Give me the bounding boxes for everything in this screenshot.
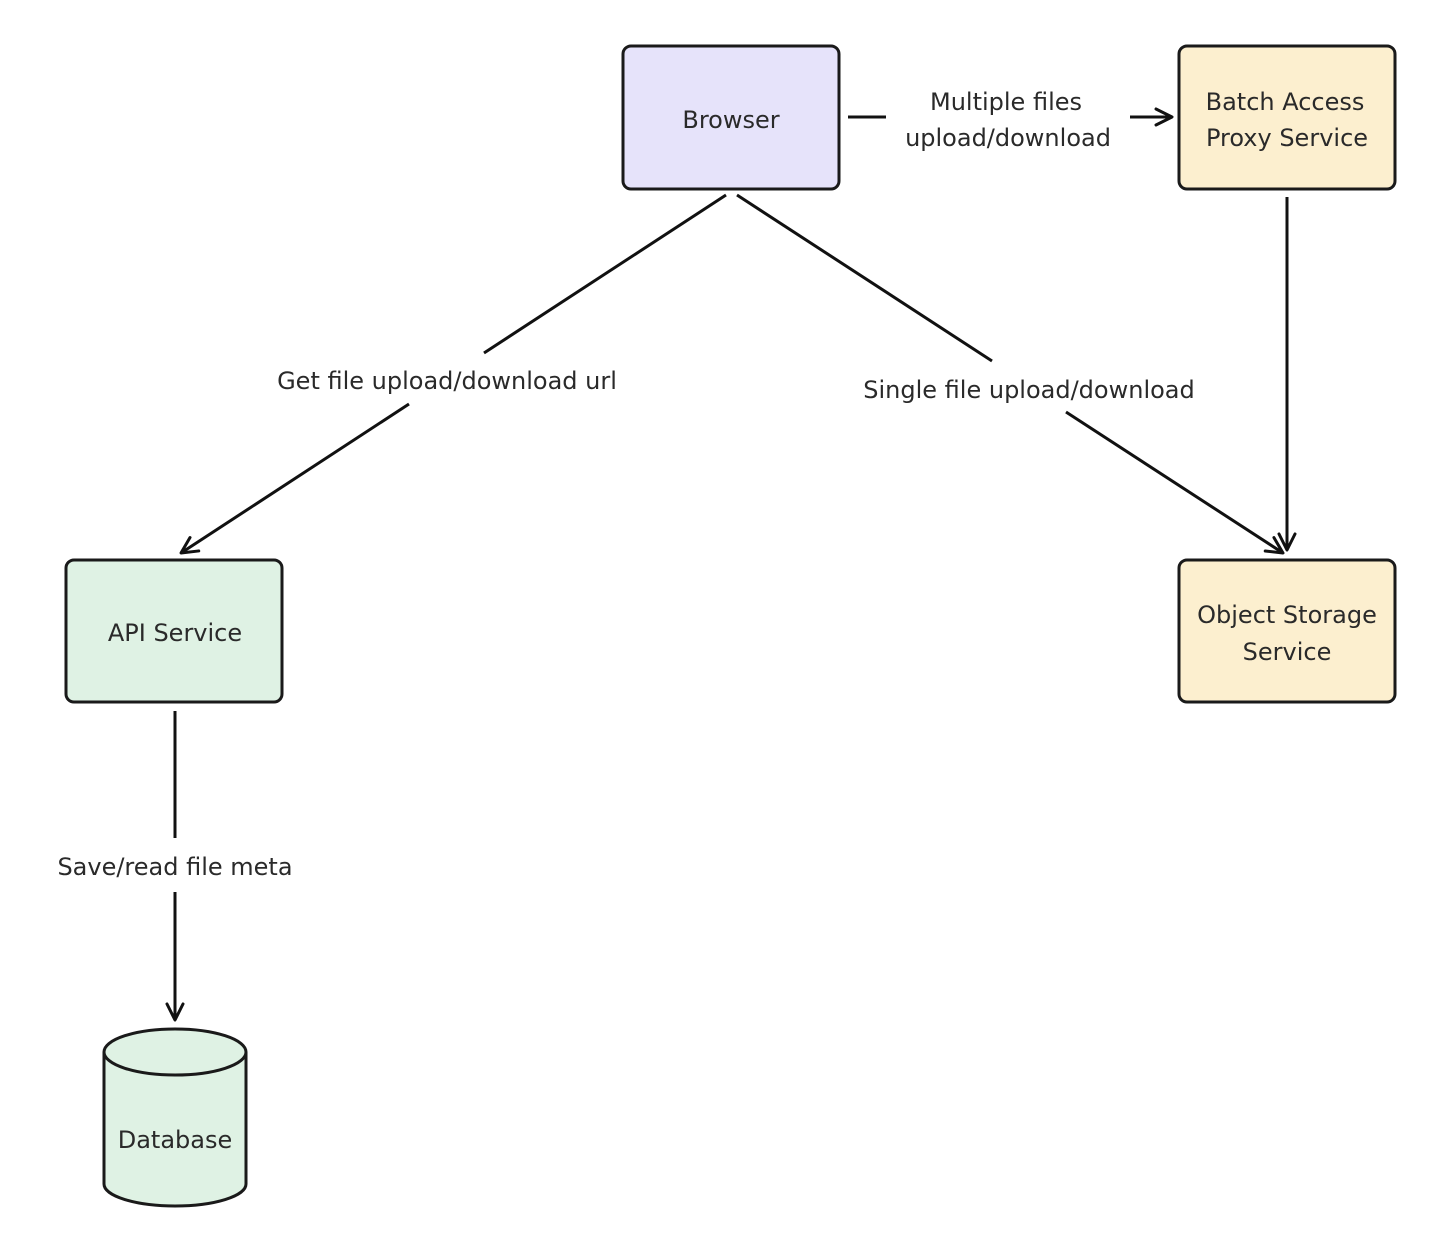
node-batch-proxy-label-line1: Batch Access (1206, 88, 1365, 116)
edge-segment (1065, 410, 1285, 555)
edge-browser-to-api-service: Get file upload/download url (179, 193, 727, 555)
node-database-label: Database (118, 1126, 233, 1154)
node-object-storage-label-line1: Object Storage (1197, 601, 1377, 629)
database-cylinder-top (102, 1027, 248, 1077)
edge-segment (483, 193, 727, 355)
node-api-service-box (64, 558, 284, 704)
node-api-service-label: API Service (108, 619, 242, 647)
node-batch-proxy-box (1177, 44, 1397, 191)
edge-segment (736, 193, 993, 363)
node-batch-access-proxy-service: Batch Access Proxy Service (1177, 44, 1397, 191)
edge-label-save-read-meta: Save/read file meta (57, 853, 292, 881)
node-browser: Browser (621, 44, 841, 191)
node-batch-proxy-label-line2: Proxy Service (1206, 124, 1368, 152)
edge-browser-to-object-storage: Single file upload/download (736, 193, 1285, 555)
edge-label-multiple-files: Multiple files (930, 88, 1082, 116)
edge-segment (179, 402, 410, 555)
database-cylinder-body (102, 1052, 248, 1208)
edge-browser-to-batch-proxy: Multiple files upload/download (848, 88, 1174, 152)
edge-api-service-to-database: Save/read file meta (57, 711, 293, 1022)
edge-label-upload-download: upload/download (905, 124, 1111, 152)
node-object-storage-service: Object Storage Service (1177, 558, 1397, 704)
node-object-storage-label-line2: Service (1243, 638, 1332, 666)
node-database: Database (102, 1027, 248, 1208)
edge-label-get-url: Get file upload/download url (277, 367, 617, 395)
node-api-service: API Service (64, 558, 284, 704)
edge-label-single-file: Single file upload/download (863, 376, 1194, 404)
node-browser-label: Browser (682, 106, 779, 134)
node-object-storage-box (1177, 558, 1397, 704)
node-browser-box (621, 44, 841, 191)
